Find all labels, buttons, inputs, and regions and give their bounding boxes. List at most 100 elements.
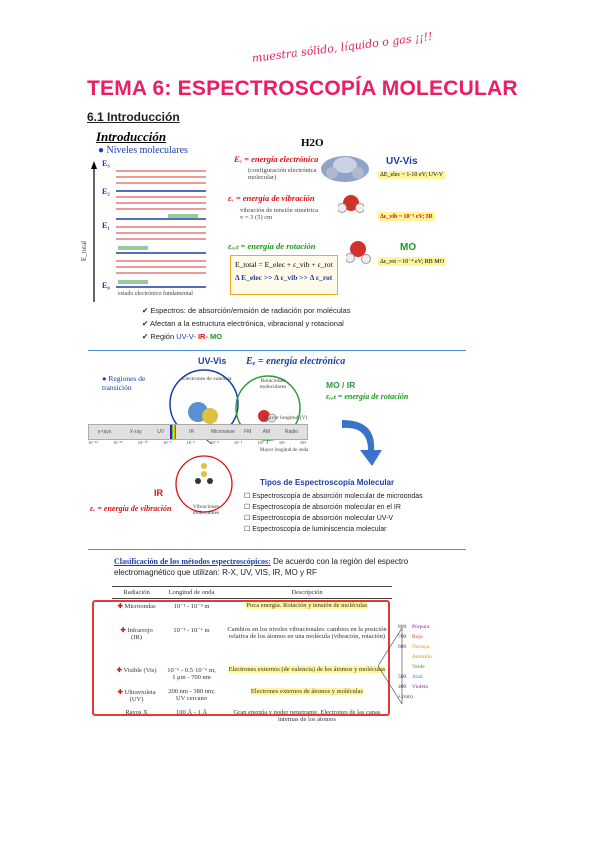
tick: 10⁻¹⁰ <box>137 440 148 445</box>
clasificacion-heading: Clasificación de los métodos espectroscó… <box>114 556 464 578</box>
table-row: ✚ Infrarrojo (IR) 10⁻³ - 10⁻⁶ m Cambios … <box>112 623 392 663</box>
table-row: Rayos X 100 Å - 1 Å Gran energía y poder… <box>112 706 392 732</box>
rad-cell: ✚ Visible (Vis) <box>116 666 157 674</box>
region-ir-value: Δε_vib ~ 10⁻¹ eV; IR <box>378 212 435 221</box>
desc-cell: Electrones externos (de valencia) de los… <box>228 665 386 673</box>
h2o-label: H2O <box>301 137 324 149</box>
clasificacion-link: Clasificación de los métodos espectroscó… <box>114 557 271 566</box>
water-molecule-3d-icon <box>321 156 369 182</box>
divider <box>88 350 466 351</box>
lambda-cell: 10⁻⁶ - 0.5·10⁻⁶ m; 1 μm - 700 nm <box>167 666 216 681</box>
table-row: ✚ Visible (Vis) 10⁻⁶ - 0.5·10⁻⁶ m; 1 μm … <box>112 663 392 685</box>
energy-formula-box: E_total = E_elec + ε_vib + ε_rot Δ E_ele… <box>230 255 338 295</box>
spectrum-gamma: γ-rays <box>97 429 112 435</box>
vibraciones-label: Vibraciones moleculares <box>192 504 220 516</box>
em-spectrum-bar: γ-rays X-ray UV IR Microwave FM AM Radio <box>88 424 308 440</box>
ground-state-label: estado electrónico fundamental <box>118 291 193 297</box>
slide-heading: Introducción <box>96 129 167 144</box>
desc-cell: Gran energía y poder penetrante. Electro… <box>233 708 381 723</box>
spectrum-microwave: Microwave <box>210 429 235 435</box>
lambda-cell: 100 Å - 1 Å <box>175 708 208 716</box>
rotation-energy-header: εᵣₒₜ = energía de rotación <box>326 392 409 401</box>
tipo-item: ☐ Espectroscopía de luminiscencia molecu… <box>244 526 387 533</box>
energy-inequality: Δ E_elec >> Δ ε_vib >> Δ ε_rot <box>235 273 333 282</box>
check-item: ✔ Afectan a la estructura electrónica, v… <box>142 319 344 328</box>
desc-cell: Cambios en los niveles vibracionales: ca… <box>227 625 387 640</box>
vibration-note: vibración de tensión simétrica v = 3 (5)… <box>240 207 319 221</box>
lambda-cell: 200 nm - 380 nm; UV cercano <box>168 687 215 702</box>
tick: 10⁴ <box>299 440 306 445</box>
slide-regiones: ● Regiones de transición UV-Vis Eₑ = ene… <box>88 354 468 544</box>
spectrum-uv: UV <box>157 429 165 435</box>
electronic-config-note: (configuración electrónica molecular) <box>248 167 317 181</box>
rad-cell: ✚ Infrarrojo (IR) <box>120 626 153 641</box>
region-uvvis-value: ΔE_elec ~ 1-10 eV; UV-V <box>378 171 446 179</box>
bullet-niveles: ● Niveles moleculares <box>98 145 188 156</box>
tipos-list: ☐ Espectroscopía de absorción molecular … <box>244 491 423 535</box>
tick: 10⁻⁸ <box>162 440 172 445</box>
spectrum-ir: IR <box>189 429 195 435</box>
ir-circle <box>175 455 233 513</box>
rotaciones-label: Rotaciones moleculares <box>259 378 287 390</box>
mo-ir-header: MO / IR <box>326 380 356 390</box>
level-label-e1: E₁ <box>102 221 110 230</box>
electronic-energy-header: Eₑ = energía electrónica <box>246 356 346 367</box>
clasificacion-text: De acuerdo con la región del espectro el… <box>114 557 409 577</box>
radiation-table: Radiación Longitud de onda Descripción ✚… <box>112 586 392 732</box>
scale-row: Amarillo <box>412 654 432 660</box>
table-row: ✚ Microondas 10⁻¹ - 10⁻³ m Poca energía.… <box>112 599 392 623</box>
rad-cell: Rayos X <box>125 708 148 716</box>
desc-cell: Poca energía. Rotación y tensión de molé… <box>246 602 368 609</box>
energy-level-diagram <box>91 161 206 302</box>
table-row: ✚ Ultravioleta (UV) 200 nm - 380 nm; UV … <box>112 685 392 706</box>
spectrum-top-label: Mayor longitud (V) <box>264 415 308 421</box>
level-label-e2: E₂ <box>102 187 110 196</box>
total-energy-formula: E_total = E_elec + ε_vib + ε_rot <box>235 260 333 269</box>
tick: 10⁻² <box>233 440 243 445</box>
tipo-item: ☐ Espectroscopía de absorción molecular … <box>244 515 394 522</box>
rad-cell: ✚ Microondas <box>117 603 156 610</box>
col-descripcion: Descripción <box>221 586 392 599</box>
spectrum-am: AM <box>262 429 271 435</box>
col-longitud: Longitud de onda <box>161 586 222 599</box>
handwritten-note: muestra sólido, líquido o gas ¡¡!! <box>251 29 434 65</box>
water-molecule-vibration-icon <box>338 195 364 213</box>
level-label-e3: E₃ <box>102 159 110 168</box>
slide-introduccion: Introducción ● Niveles moleculares E₃ E₂… <box>80 127 446 345</box>
electronic-energy-label: Eₑ = energía electrónica <box>234 154 319 164</box>
spectrum-radio: Radio <box>284 429 298 435</box>
section-heading: 6.1 Introducción <box>87 110 180 124</box>
ir-header: IR <box>154 488 163 498</box>
col-radiacion: Radiación <box>112 586 162 599</box>
scale-row: Verde <box>412 664 425 670</box>
region-mo-value: Δε_rot ~ 10⁻⁴ eV; RB MO <box>378 257 446 266</box>
lambda-cell: 10⁻¹ - 10⁻³ m <box>173 603 210 610</box>
tick: 10⁻¹² <box>112 440 123 445</box>
water-molecule-rotation-icon <box>346 241 371 264</box>
regiones-bullet: ● Regiones de transición <box>102 374 146 392</box>
check-item: ✔ Espectros: de absorción/emisión de rad… <box>142 306 351 315</box>
tick: 10⁰ <box>257 440 264 445</box>
tick: 10⁻¹⁴ <box>88 440 98 445</box>
tipo-item: ☐ Espectroscopía de absorción molecular … <box>244 493 423 500</box>
region-uvvis-label: UV-Vis <box>386 156 418 167</box>
vibration-energy-label: εᵥ = energía de vibración <box>228 193 315 203</box>
spectrum-fm: FM <box>244 429 252 435</box>
tick: 10⁻⁶ <box>186 440 196 445</box>
level-label-e0: E₀ <box>102 281 110 290</box>
spectrum-xray: X-ray <box>129 429 142 435</box>
check-item: ✔ Región UV-V- IR- MO <box>142 332 223 341</box>
page-title: TEMA 6: ESPECTROSCOPÍA MOLECULAR <box>87 77 518 100</box>
energy-axis-label: E_total <box>80 240 89 262</box>
rotation-energy-label: εᵣₒₜ = energía de rotación <box>228 241 316 251</box>
check-list: ✔ Espectros: de absorción/emisión de rad… <box>142 304 350 343</box>
tipos-title: Tipos de Espectroscopía Molecular <box>260 478 395 487</box>
visible-scale-bracket <box>378 627 403 705</box>
lambda-cell: 10⁻³ - 10⁻⁶ m <box>173 626 210 634</box>
tipo-item: ☐ Espectroscopía de absorción molecular … <box>244 504 401 511</box>
desc-cell: Electrones externos de átomos y molécula… <box>250 687 364 695</box>
region-mo-label: MO <box>400 242 417 253</box>
